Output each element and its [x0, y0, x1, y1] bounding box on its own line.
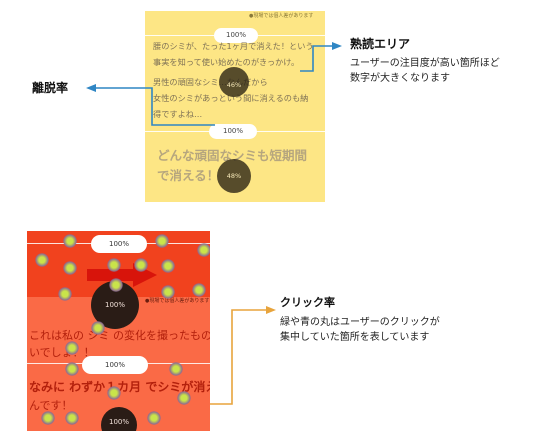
click-dot: [35, 253, 49, 267]
paragraph-line: 事実を知って使い始めたのがきっかけ。: [153, 57, 300, 67]
content-line: んです！: [29, 399, 73, 412]
click-dot: [177, 391, 191, 405]
exit-rate-arrowhead: [86, 84, 96, 92]
click-dot: [197, 243, 210, 257]
heading-line: どんな頑固なシミも短期間: [157, 148, 308, 163]
click-dot: [109, 278, 123, 292]
hot-area-desc-line: 数字が大きくなります: [350, 73, 450, 84]
click-dot: [65, 341, 79, 355]
click-rate-desc-line: 集中していた箇所を表しています: [280, 332, 430, 343]
click-dot: [41, 411, 55, 425]
percentage-pill: 100%: [91, 235, 147, 253]
click-dot: [91, 321, 105, 335]
click-dot: [63, 234, 77, 248]
click-rate-title: クリック率: [280, 296, 335, 309]
click-dot: [161, 259, 175, 273]
content-line: これは私の シミ の変化を撮ったものです。: [29, 329, 210, 342]
click-dot: [63, 261, 77, 275]
hot-area-title: 熟読エリア: [350, 37, 411, 51]
click-dot: [192, 283, 206, 297]
hot-area-desc-line: ユーザーの注目度が高い箇所ほど: [350, 58, 500, 69]
click-rate-arrowhead: [266, 306, 276, 314]
paragraph-line: 女性のシミがあっという間に消えるのも納: [153, 93, 309, 103]
hot-area-arrowhead: [332, 42, 342, 50]
click-heatmap-panel: 100% 100% ●現場では個人差があります これは私の シミ の変化を撮った…: [27, 231, 210, 431]
heading-line: で消える！: [157, 168, 220, 183]
click-dot: [107, 386, 121, 400]
click-dot: [169, 362, 183, 376]
paragraph-line: 得ですよね…: [153, 109, 203, 119]
click-dot: [155, 234, 169, 248]
click-dot: [107, 258, 121, 272]
exit-rate-title: 離脱率: [32, 81, 69, 95]
scroll-heatmap-panel: ●現場では個人差があります 100% 腰のシミが、たった1ヶ月で消えた！という …: [145, 11, 325, 202]
percentage-pill: 100%: [82, 356, 148, 374]
percentage-pill: 100%: [209, 124, 257, 139]
click-dot: [65, 411, 79, 425]
attention-circle: 46%: [219, 67, 249, 97]
click-cluster: 100%: [101, 407, 137, 431]
hot-area-connector: [300, 45, 333, 72]
click-dot: [161, 285, 175, 299]
paragraph-line: 男性の頑固なシミ…なんだから: [153, 77, 268, 87]
disclaimer-note: ●現場では個人差があります: [249, 13, 314, 19]
click-rate-desc-line: 緑や青の丸はユーザーのクリックが: [280, 317, 440, 328]
percentage-pill: 100%: [214, 28, 258, 43]
content-line: なみに わずか１カ月 でシミが消え: [29, 380, 210, 394]
click-dot: [65, 362, 79, 376]
paragraph-line: 腰のシミが、たった1ヶ月で消えた！という: [153, 41, 314, 51]
click-dot: [147, 411, 161, 425]
click-dot: [58, 287, 72, 301]
exit-rate-connector: [95, 87, 215, 126]
attention-circle: 48%: [217, 159, 251, 193]
click-dot: [134, 258, 148, 272]
disclaimer-note: ●現場では個人差があります: [145, 298, 210, 304]
